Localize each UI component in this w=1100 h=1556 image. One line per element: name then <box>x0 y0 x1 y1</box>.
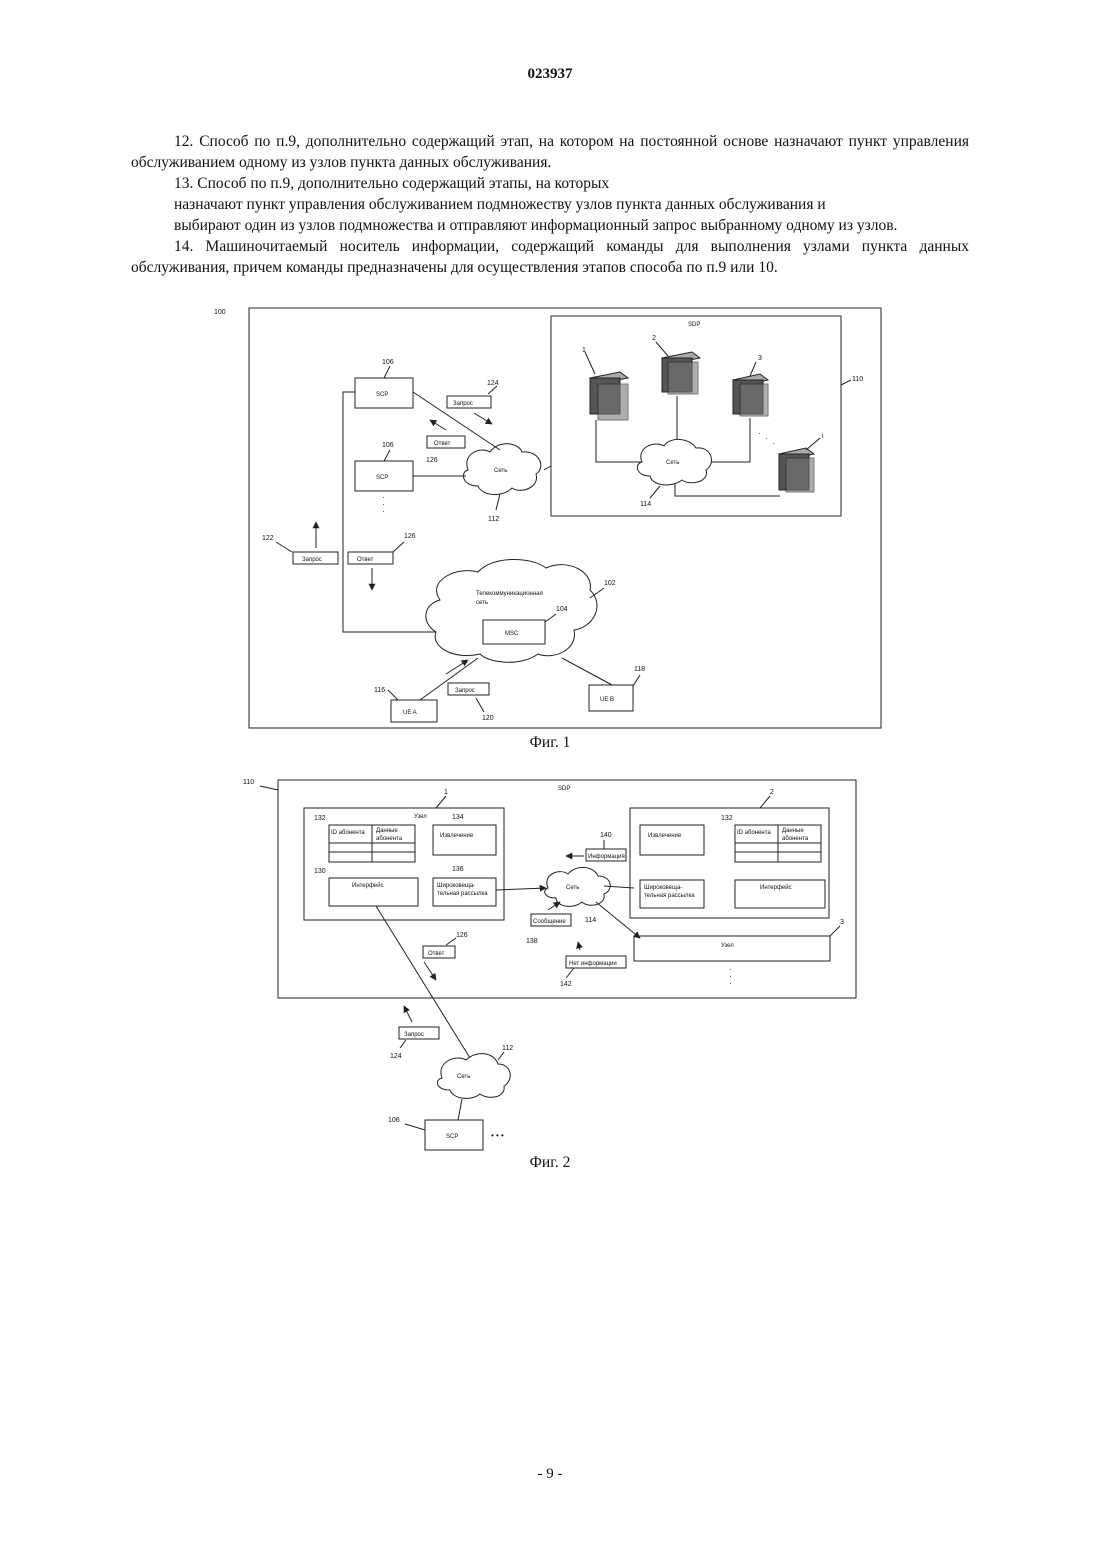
server-i-label: i <box>822 433 824 440</box>
svg-text:106: 106 <box>388 1117 400 1124</box>
svg-text:Запрос: Запрос <box>404 1032 424 1038</box>
svg-text:Извлечение: Извлечение <box>648 833 682 839</box>
sdp-net-label: Сеть <box>666 460 679 466</box>
svg-text:SCP: SCP <box>376 392 388 398</box>
svg-text:Сеть: Сеть <box>566 885 579 891</box>
svg-text:Ответ: Ответ <box>428 951 445 957</box>
server-icon-i <box>779 448 814 492</box>
sdp-label: SDP <box>688 322 700 328</box>
fig2-ref-110: 110 <box>243 779 254 786</box>
svg-text:Данные: Данные <box>376 828 398 834</box>
ref-124: 124 <box>487 380 499 387</box>
svg-text:SCP: SCP <box>376 475 388 481</box>
figure-1: 100 SDP 110 1 2 3 <box>214 308 881 728</box>
svg-text:·: · <box>382 507 385 516</box>
servers-ellipsis: · <box>758 429 761 438</box>
ref-100: 100 <box>214 309 226 316</box>
svg-text:ID абонента: ID абонента <box>331 830 365 836</box>
figure-1-caption: Фиг. 1 <box>0 734 1100 752</box>
svg-text:Ответ: Ответ <box>357 557 374 563</box>
svg-text:Узел: Узел <box>721 943 734 949</box>
figure-2-caption: Фиг. 2 <box>0 1154 1100 1172</box>
system-frame-100 <box>249 308 881 728</box>
svg-text:132: 132 <box>314 815 326 822</box>
svg-text:тельная рассылка: тельная рассылка <box>644 893 695 899</box>
svg-text:Нет информации: Нет информации <box>569 961 617 967</box>
server-3-label: 3 <box>758 355 762 362</box>
svg-text:Сеть: Сеть <box>457 1074 470 1080</box>
svg-text:134: 134 <box>452 814 464 821</box>
svg-text:UE A: UE A <box>403 710 417 716</box>
node-2-ref: 2 <box>770 789 774 796</box>
ref-126b: 126 <box>404 533 416 540</box>
server-icon-2 <box>662 352 700 394</box>
page-number: - 9 - <box>0 1466 1100 1483</box>
svg-text:Сообщение: Сообщение <box>533 919 566 925</box>
ref-114: 114 <box>640 501 651 508</box>
svg-text:112: 112 <box>502 1045 513 1052</box>
ref-120: 120 <box>482 715 494 722</box>
svg-text:·: · <box>772 439 775 448</box>
svg-text:130: 130 <box>314 868 326 875</box>
extraction-box-134 <box>433 825 496 855</box>
more-scp-ellipsis: • • • <box>491 1131 504 1140</box>
svg-text:сеть: сеть <box>476 600 488 606</box>
svg-text:Сеть: Сеть <box>494 468 507 474</box>
extraction-box-2 <box>640 825 704 855</box>
ref-122: 122 <box>262 535 274 542</box>
ref-110: 110 <box>852 376 863 383</box>
svg-text:Широковеща-: Широковеща- <box>644 885 682 891</box>
ref-102: 102 <box>604 580 616 587</box>
svg-text:124: 124 <box>390 1053 402 1060</box>
svg-text:132: 132 <box>721 815 733 822</box>
svg-text:абонента: абонента <box>782 836 809 842</box>
ref-106a: 106 <box>382 359 394 366</box>
ref-116: 116 <box>374 687 385 694</box>
svg-text:UE B: UE B <box>600 697 614 703</box>
svg-text:MSC: MSC <box>505 631 519 637</box>
server-2-label: 2 <box>652 335 656 342</box>
svg-text:136: 136 <box>452 866 464 873</box>
svg-text:114: 114 <box>585 917 596 924</box>
svg-text:Извлечение: Извлечение <box>440 833 474 839</box>
network-cloud-112 <box>437 1054 510 1099</box>
server-icon-3 <box>733 374 768 416</box>
svg-text:тельная рассылка: тельная рассылка <box>437 891 488 897</box>
node-1-ref: 1 <box>444 789 448 796</box>
svg-text:Телекоммуникационная: Телекоммуникационная <box>476 591 543 597</box>
server-icon-1 <box>590 372 628 420</box>
svg-text:Широковеща-: Широковеща- <box>437 883 475 889</box>
ref-104: 104 <box>556 606 568 613</box>
ref-126a: 126 <box>426 457 438 464</box>
telecom-network-cloud-102 <box>426 559 597 662</box>
ref-112: 112 <box>488 516 499 523</box>
svg-text:138: 138 <box>526 938 538 945</box>
server-1-label: 1 <box>582 347 586 354</box>
svg-text:Запрос: Запрос <box>455 688 475 694</box>
svg-text:Интерфейс: Интерфейс <box>760 884 792 891</box>
svg-text:Запрос: Запрос <box>453 401 473 407</box>
svg-text:Интерфейс: Интерфейс <box>352 882 384 889</box>
svg-text:140: 140 <box>600 832 612 839</box>
svg-text:126: 126 <box>456 932 468 939</box>
svg-text:SCP: SCP <box>446 1134 458 1140</box>
svg-text:·: · <box>729 979 732 988</box>
svg-text:Узел: Узел <box>414 814 427 820</box>
svg-text:абонента: абонента <box>376 836 403 842</box>
node-3-ref: 3 <box>840 919 844 926</box>
svg-text:·: · <box>765 434 768 443</box>
svg-text:142: 142 <box>560 981 572 988</box>
svg-text:SDP: SDP <box>558 786 570 792</box>
ref-118: 118 <box>634 666 645 673</box>
svg-text:Запрос: Запрос <box>302 557 322 563</box>
svg-text:Ответ: Ответ <box>434 441 451 447</box>
svg-text:Данные: Данные <box>782 828 804 834</box>
svg-text:Информация: Информация <box>588 854 625 860</box>
figure-2: 110 SDP Узел 1 ID абонента Данные абонен… <box>243 779 856 1150</box>
svg-text:ID абонента: ID абонента <box>737 830 771 836</box>
ref-106b: 106 <box>382 442 394 449</box>
